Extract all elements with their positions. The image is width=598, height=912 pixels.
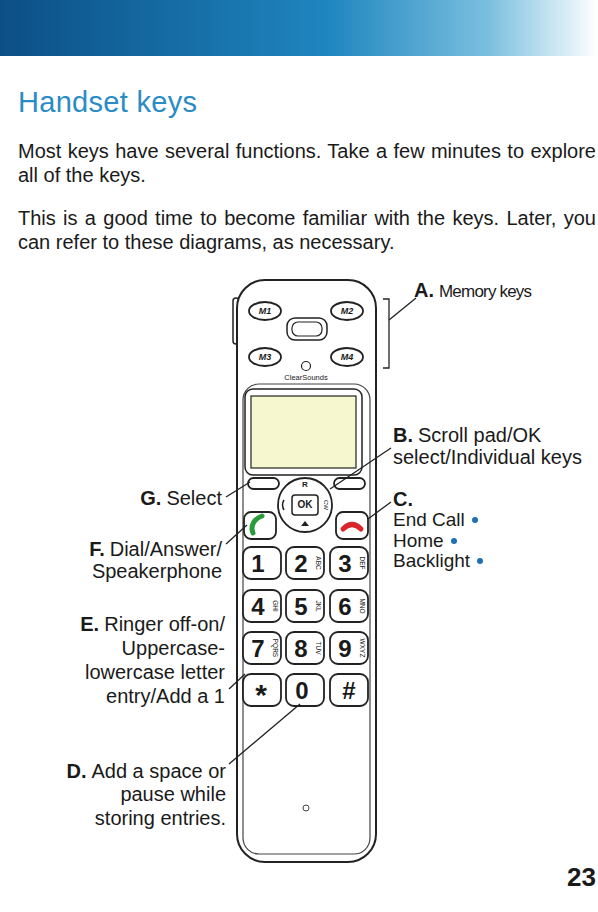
key-letters: TUV bbox=[315, 642, 322, 655]
callout: G.Select bbox=[100, 487, 222, 509]
key-digit: 9 bbox=[338, 637, 351, 661]
body-text: This is a good time to become familiar w… bbox=[18, 206, 596, 254]
bracket bbox=[383, 299, 389, 368]
callout-letter: C. bbox=[393, 489, 563, 510]
leader-line bbox=[229, 704, 300, 764]
key-letters: MNO bbox=[359, 598, 366, 613]
section-title: Handset keys bbox=[18, 86, 197, 119]
soft-key bbox=[248, 478, 279, 489]
callout-letter: F. bbox=[89, 538, 105, 560]
key-digit: 8 bbox=[294, 637, 307, 661]
leader-line bbox=[368, 502, 391, 519]
page-number: 23 bbox=[566, 862, 596, 893]
ok-key bbox=[292, 495, 318, 515]
key-digit: 1 bbox=[251, 552, 264, 576]
keypad-key bbox=[330, 547, 368, 579]
key-digit: 7 bbox=[251, 637, 264, 661]
callout-letter: A. bbox=[414, 279, 434, 301]
key-digit: * bbox=[255, 680, 267, 710]
key-digit: 2 bbox=[294, 552, 307, 576]
key-letters: JKL bbox=[315, 600, 322, 611]
screen-frame bbox=[245, 389, 362, 475]
callout-text: Scroll pad/OK select/Individual keys bbox=[393, 424, 582, 468]
memory-key-label: M1 bbox=[259, 307, 272, 316]
memory-key-label: M3 bbox=[259, 353, 272, 362]
bullet bbox=[472, 517, 478, 523]
key-label: R bbox=[302, 481, 308, 489]
callout: D.Add a space or pause while storing ent… bbox=[66, 760, 226, 830]
key-digit: 4 bbox=[251, 595, 264, 619]
callout: C.End CallHomeBacklight bbox=[393, 489, 563, 571]
talk-icon bbox=[252, 516, 262, 533]
memory-key-label: M2 bbox=[341, 307, 354, 316]
memory-key bbox=[331, 348, 363, 366]
callout-letter: G. bbox=[140, 487, 161, 509]
handset-face bbox=[243, 384, 370, 854]
memory-key bbox=[249, 302, 281, 320]
key-label: CW bbox=[323, 500, 329, 510]
brand-label: ClearSounds bbox=[284, 374, 327, 382]
callout-text: Home bbox=[393, 531, 563, 551]
bullet bbox=[451, 538, 457, 544]
key-letters: PQRS bbox=[272, 639, 279, 657]
callout-text: Dial/Answer/ Speakerphone bbox=[92, 538, 222, 582]
callout: E.Ringer off-on/ Uppercase- lowercase le… bbox=[45, 612, 225, 708]
keypad-key bbox=[330, 674, 368, 706]
callout-letter: E. bbox=[80, 613, 99, 635]
key-letters: WXYZ bbox=[359, 639, 366, 658]
key-digit: 6 bbox=[338, 595, 351, 619]
callout: F.Dial/Answer/ Speakerphone bbox=[50, 538, 222, 582]
scroll-down-mark bbox=[301, 521, 309, 526]
key-digit: # bbox=[342, 679, 355, 703]
callout-text: Select bbox=[166, 487, 222, 509]
earpiece bbox=[292, 322, 322, 336]
end-icon bbox=[343, 525, 361, 530]
keypad-key bbox=[286, 590, 324, 622]
key-digit: 3 bbox=[338, 552, 351, 576]
screen bbox=[251, 396, 356, 468]
keypad-key bbox=[286, 632, 324, 664]
leader-line bbox=[330, 448, 391, 489]
leader-line bbox=[389, 298, 416, 320]
memory-key bbox=[249, 348, 281, 366]
callout-text: Backlight bbox=[393, 551, 563, 571]
callout-text: Memory keys bbox=[439, 282, 531, 301]
end-key bbox=[336, 512, 368, 539]
body-text: Most keys have several functions. Take a… bbox=[18, 139, 596, 187]
keypad-key bbox=[243, 547, 281, 579]
callout: A. Memory keys bbox=[414, 279, 596, 302]
callout-text: End Call bbox=[393, 510, 563, 530]
memory-key bbox=[331, 302, 363, 320]
callout: B.Scroll pad/OK select/Individual keys bbox=[393, 424, 596, 468]
callout-text: Add a space or pause while storing entri… bbox=[91, 760, 226, 829]
keypad-key bbox=[243, 632, 281, 664]
memory-key-label: M4 bbox=[341, 353, 354, 362]
logo-mark bbox=[302, 362, 311, 371]
leader-line bbox=[229, 674, 245, 689]
talk-key bbox=[244, 512, 276, 539]
leader-line bbox=[226, 482, 250, 497]
keypad-key bbox=[286, 547, 324, 579]
earpiece bbox=[287, 318, 327, 340]
leader-line bbox=[226, 525, 247, 544]
microphone bbox=[303, 805, 309, 811]
callout-letter: B. bbox=[393, 424, 413, 446]
key-letters: DEF bbox=[359, 557, 366, 570]
bullet bbox=[477, 558, 483, 564]
callout-text: Ringer off-on/ Uppercase- lowercase lett… bbox=[85, 613, 225, 707]
key-label: OK bbox=[298, 500, 313, 510]
key-digit: 5 bbox=[294, 595, 307, 619]
scroll-pad bbox=[278, 478, 332, 532]
keypad-key bbox=[286, 674, 324, 706]
handset-body bbox=[237, 280, 376, 862]
keypad-key bbox=[330, 590, 368, 622]
key-letters: ABC bbox=[315, 556, 322, 569]
key-letters: GHI bbox=[272, 600, 279, 612]
scroll-left-mark bbox=[283, 500, 285, 510]
keypad-key bbox=[330, 632, 368, 664]
callout-letter: D. bbox=[66, 760, 86, 782]
key-digit: 0 bbox=[295, 679, 308, 703]
keypad-key bbox=[243, 590, 281, 622]
header-bar bbox=[0, 0, 598, 56]
